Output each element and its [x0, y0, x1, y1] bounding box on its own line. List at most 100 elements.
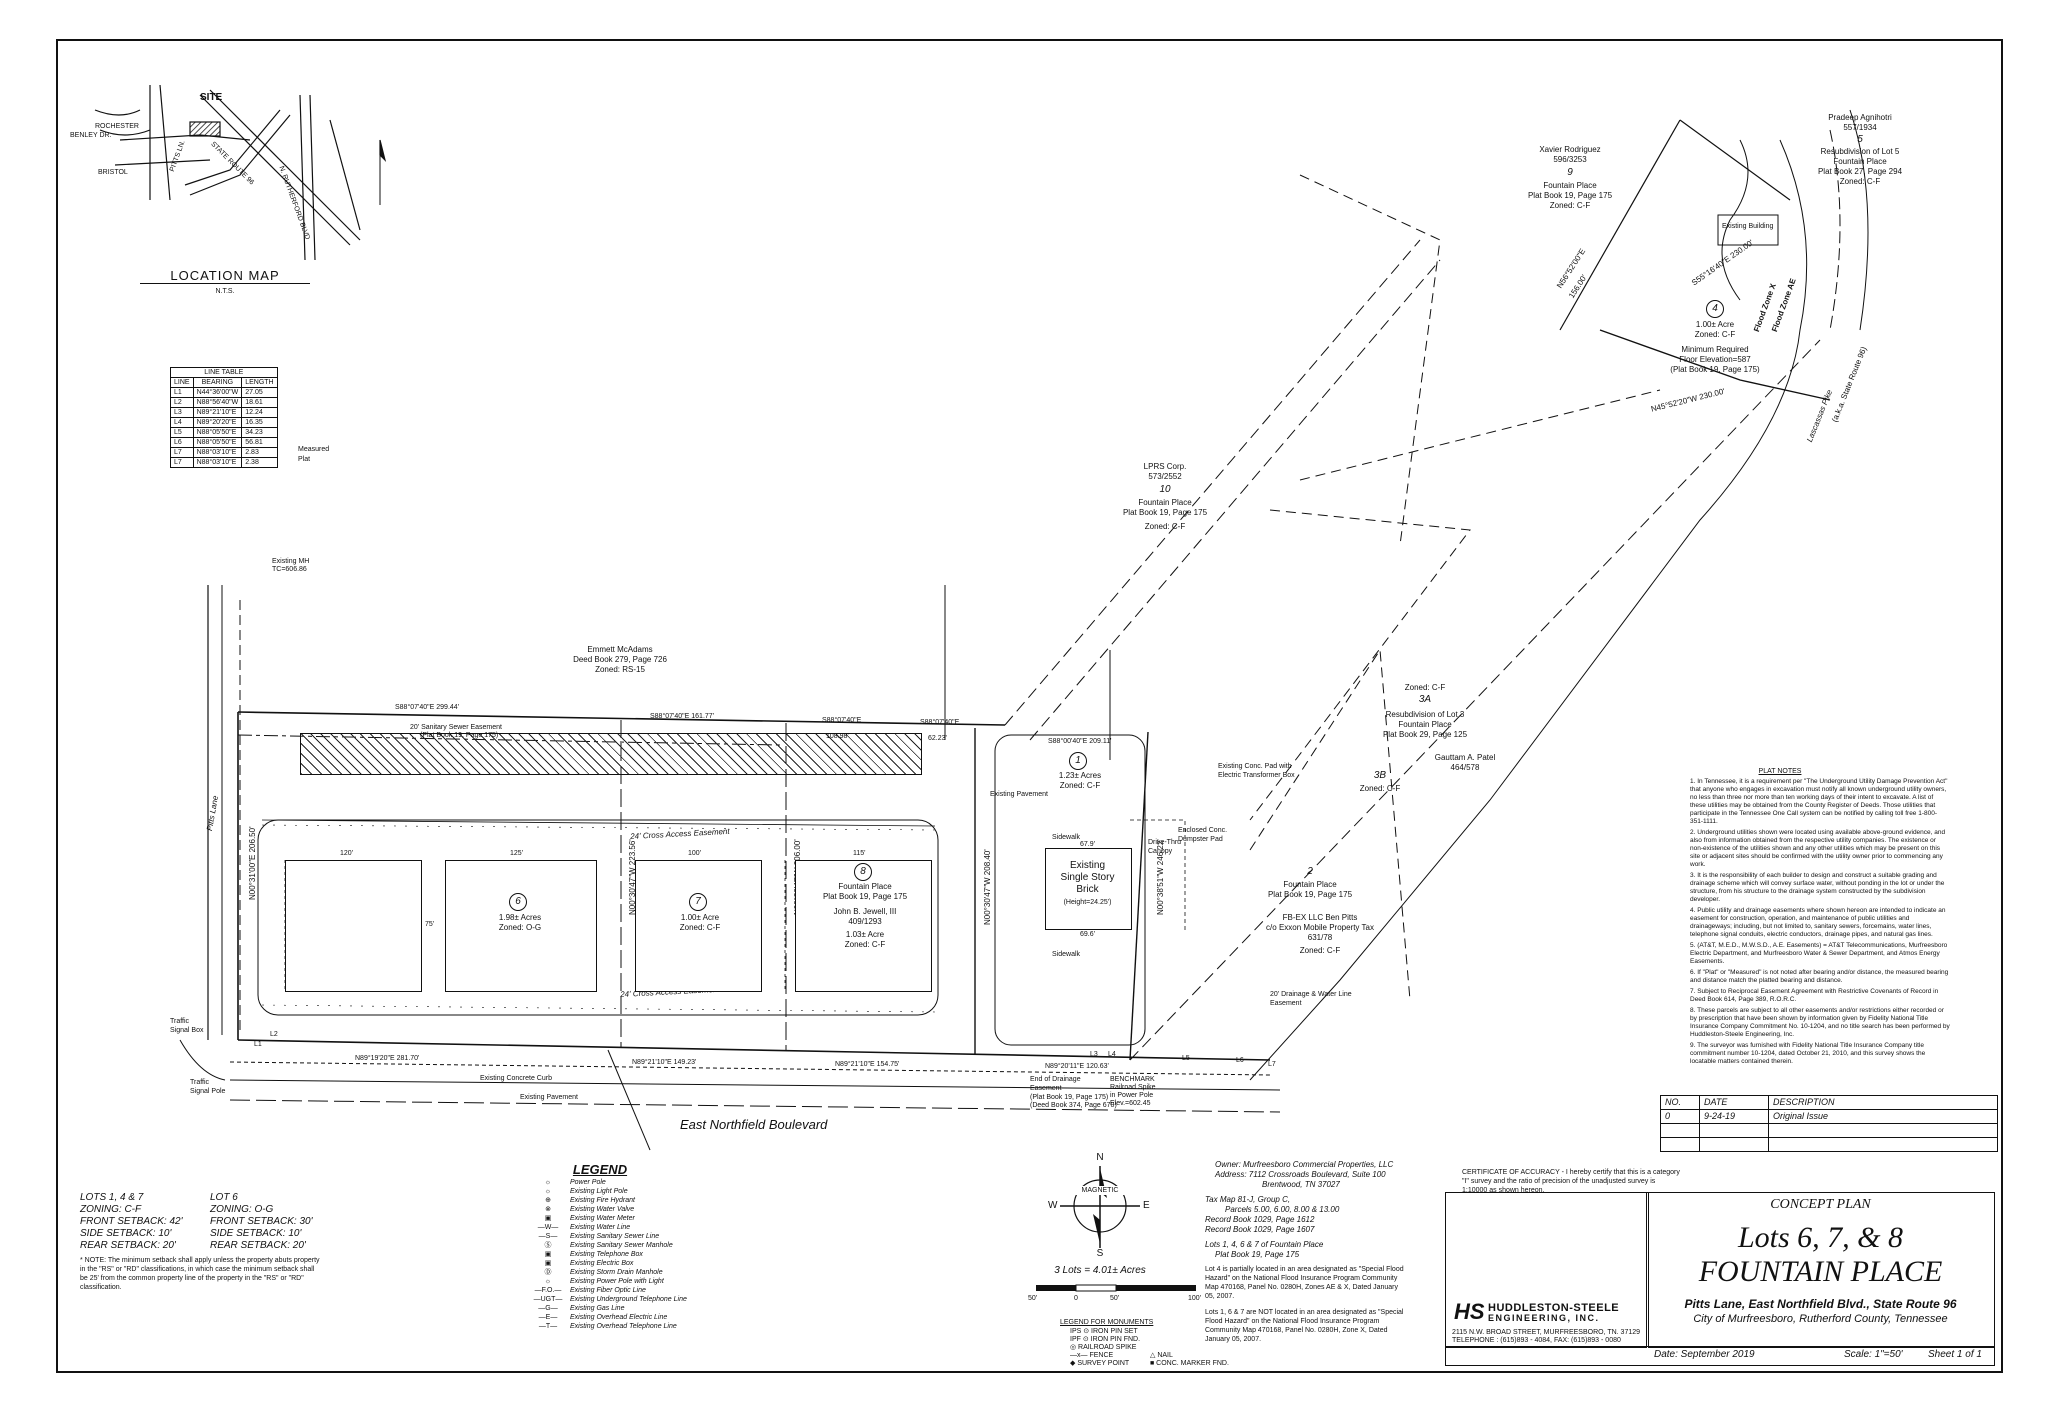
legend-symbol: ☼ — [544, 1179, 552, 1186]
dimension-label: 100' — [688, 850, 702, 857]
legend-symbol: ▣ — [544, 1251, 552, 1258]
line-table-cell: L2 — [170, 397, 194, 408]
line-table-cell: L4 — [170, 417, 194, 428]
legend-symbol: —T— — [538, 1323, 558, 1330]
line-table-cell: N88°03'10"E — [192, 447, 243, 458]
parcel-5-number: 5 — [1857, 134, 1863, 145]
drive-thru-label: Drive-Thru Canopy — [1148, 839, 1182, 855]
parcel-2-zoned: Zoned: C-F — [1299, 946, 1341, 955]
line-table-cell: L7 — [170, 447, 194, 458]
existing-pavement-label: Existing Pavement — [520, 1094, 578, 1101]
legend-item: Power Pole — [570, 1179, 606, 1186]
setback-b-front: FRONT SETBACK: 30' — [210, 1216, 313, 1227]
legend-symbol: ☼ — [544, 1278, 552, 1285]
lot-1-number: 1 — [1069, 752, 1087, 770]
lot-6-number: 6 — [509, 893, 527, 911]
project-city: City of Murfreesboro, Rutherford County,… — [1693, 1313, 1948, 1325]
monuments-title: LEGEND FOR MONUMENTS — [1060, 1319, 1154, 1326]
parcel-3a-zoned: Zoned: C-F — [1404, 683, 1446, 692]
location-map-site-label: SITE — [200, 92, 223, 103]
parcel-4-note: Minimum Required — [1681, 345, 1749, 354]
setback-a-title: LOTS 1, 4 & 7 — [80, 1192, 144, 1203]
parcel-4-zoned: Zoned: C-F — [1694, 330, 1736, 339]
legend-symbol: ▣ — [544, 1215, 552, 1222]
bearing-label: S88°07'40"E 161.77' — [650, 713, 715, 720]
line-table-cell: N89°21'10"E — [192, 407, 243, 418]
parcel-3a-number: 3A — [1418, 694, 1432, 705]
revision-header: DATE — [1699, 1095, 1769, 1110]
legend-symbol: —W— — [537, 1224, 559, 1231]
flood-note: Lot 4 is partially located in an area de… — [1205, 1266, 1404, 1300]
parcel-2-plat: Plat Book 19, Page 175 — [1267, 890, 1353, 899]
parcel-3b-number: 3B — [1373, 770, 1387, 781]
project-title-line1: Lots 6, 7, & 8 — [1737, 1221, 1904, 1254]
owner-line: Owner: Murfreesboro Commercial Propertie… — [1215, 1160, 1394, 1169]
sewer-easement-hatch — [300, 733, 922, 775]
bearing-label: N89°21'10"E 149.23' — [632, 1059, 697, 1066]
sidewalk-label: Sidewalk — [1052, 951, 1081, 958]
transformer-label: Existing Conc. Pad with Electric Transfo… — [1218, 763, 1295, 779]
emmett-deed: Deed Book 279, Page 726 — [573, 655, 667, 664]
water-easement-label: 20' Drainage & Water Line Easement — [1270, 991, 1352, 1007]
line-table-note-measured: Measured — [298, 446, 330, 453]
legend-title: LEGEND — [572, 1162, 628, 1177]
legend-item: Existing Storm Drain Manhole — [570, 1269, 663, 1276]
legend-symbol: Ⓢ — [544, 1242, 552, 1249]
owner-line: Parcels 5.00, 6.00, 8.00 & 13.00 — [1225, 1205, 1340, 1214]
lot-8-number: 8 — [854, 863, 872, 881]
parcel-3a-plat: Resubdivision of Lot 3 — [1385, 710, 1465, 719]
dimension-label: 115' — [853, 850, 866, 857]
parcel-5-plat: Fountain Place — [1833, 157, 1887, 166]
parcel-3a-owner: Gauttam A. Patel — [1434, 753, 1496, 762]
line-table-cell: 2.83 — [241, 447, 278, 458]
firm-logo: HS — [1454, 1299, 1485, 1324]
plat-note: 4. Public utility and drainage easements… — [1690, 907, 1946, 938]
dimension-label: 120' — [340, 850, 354, 857]
revision-cell: 9-24-19 — [1699, 1109, 1769, 1124]
parcel-9-plat: Plat Book 19, Page 175 — [1527, 191, 1613, 200]
parcel-10-plat: Plat Book 19, Page 175 — [1122, 508, 1208, 517]
building-footprint — [285, 860, 422, 992]
bearing-label: S88°07'40"E — [920, 719, 960, 726]
plat-notes-title: PLAT NOTES — [1758, 768, 1802, 775]
line-table-header: BEARING — [192, 377, 243, 388]
legend-item: Existing Overhead Electric Line — [570, 1314, 668, 1321]
line-table-note-plat: Plat — [298, 456, 311, 463]
magnetic-label: MAGNETIC — [1070, 1186, 1130, 1195]
parcel-3a-deed: 464/578 — [1450, 763, 1480, 772]
lot-8-acre: 1.03± Acre — [845, 930, 885, 939]
lot-8-deed: 409/1293 — [848, 917, 882, 926]
bearing-label: S88°00'40"E 209.11' — [1048, 738, 1112, 745]
parcel-9-owner: Xavier Rodriguez — [1539, 145, 1601, 154]
line-table-cell: N88°05'50"E — [192, 427, 243, 438]
parcel-9-plat: Fountain Place — [1543, 181, 1597, 190]
legend-item: Existing Telephone Box — [570, 1251, 643, 1258]
benchmark-label: BENCHMARK — [1110, 1076, 1155, 1083]
parcel-3a-plat: Plat Book 29, Page 125 — [1382, 730, 1468, 739]
project-roads: Pitts Lane, East Northfield Blvd., State… — [1684, 1297, 1957, 1311]
project-sheet: Sheet 1 of 1 — [1928, 1349, 1982, 1360]
certificate-of-accuracy: CERTIFICATE OF ACCURACY - I hereby certi… — [1462, 1169, 1680, 1194]
existing-curb-label: Existing Concrete Curb — [480, 1075, 552, 1082]
parcel-5-zoned: Zoned: C-F — [1839, 177, 1881, 186]
dimension-label: 125' — [510, 850, 524, 857]
parcel-10-plat: Fountain Place — [1138, 498, 1192, 507]
scale-bar — [1036, 1284, 1196, 1292]
legend-item: Existing Light Pole — [570, 1188, 628, 1195]
line-label: L1 — [254, 1041, 262, 1048]
parcel-9-number: 9 — [1567, 167, 1573, 178]
legend-item: Existing Sanitary Sewer Line — [570, 1233, 660, 1240]
north-arrow-icon — [1060, 1166, 1140, 1248]
owner-line: Record Book 1029, Page 1607 — [1205, 1225, 1315, 1234]
location-map-road: ROCHESTER — [95, 123, 139, 130]
bearing-label: N00°30'47"W 208.40' — [983, 849, 992, 925]
east-label: E — [1143, 1200, 1150, 1211]
firm-address: 2115 N.W. BROAD STREET, MURFREESBORO, TN… — [1452, 1329, 1641, 1336]
legend-symbol: —E— — [538, 1314, 558, 1321]
owner-line: Tax Map 81-J, Group C, — [1205, 1195, 1291, 1204]
legend-item: Existing Power Pole with Light — [570, 1278, 664, 1285]
plat-note: 5. (AT&T, M.E.D., M.W.S.D., A.E. Easemen… — [1690, 942, 1948, 965]
setback-b-zoning: ZONING: O-G — [210, 1204, 274, 1215]
